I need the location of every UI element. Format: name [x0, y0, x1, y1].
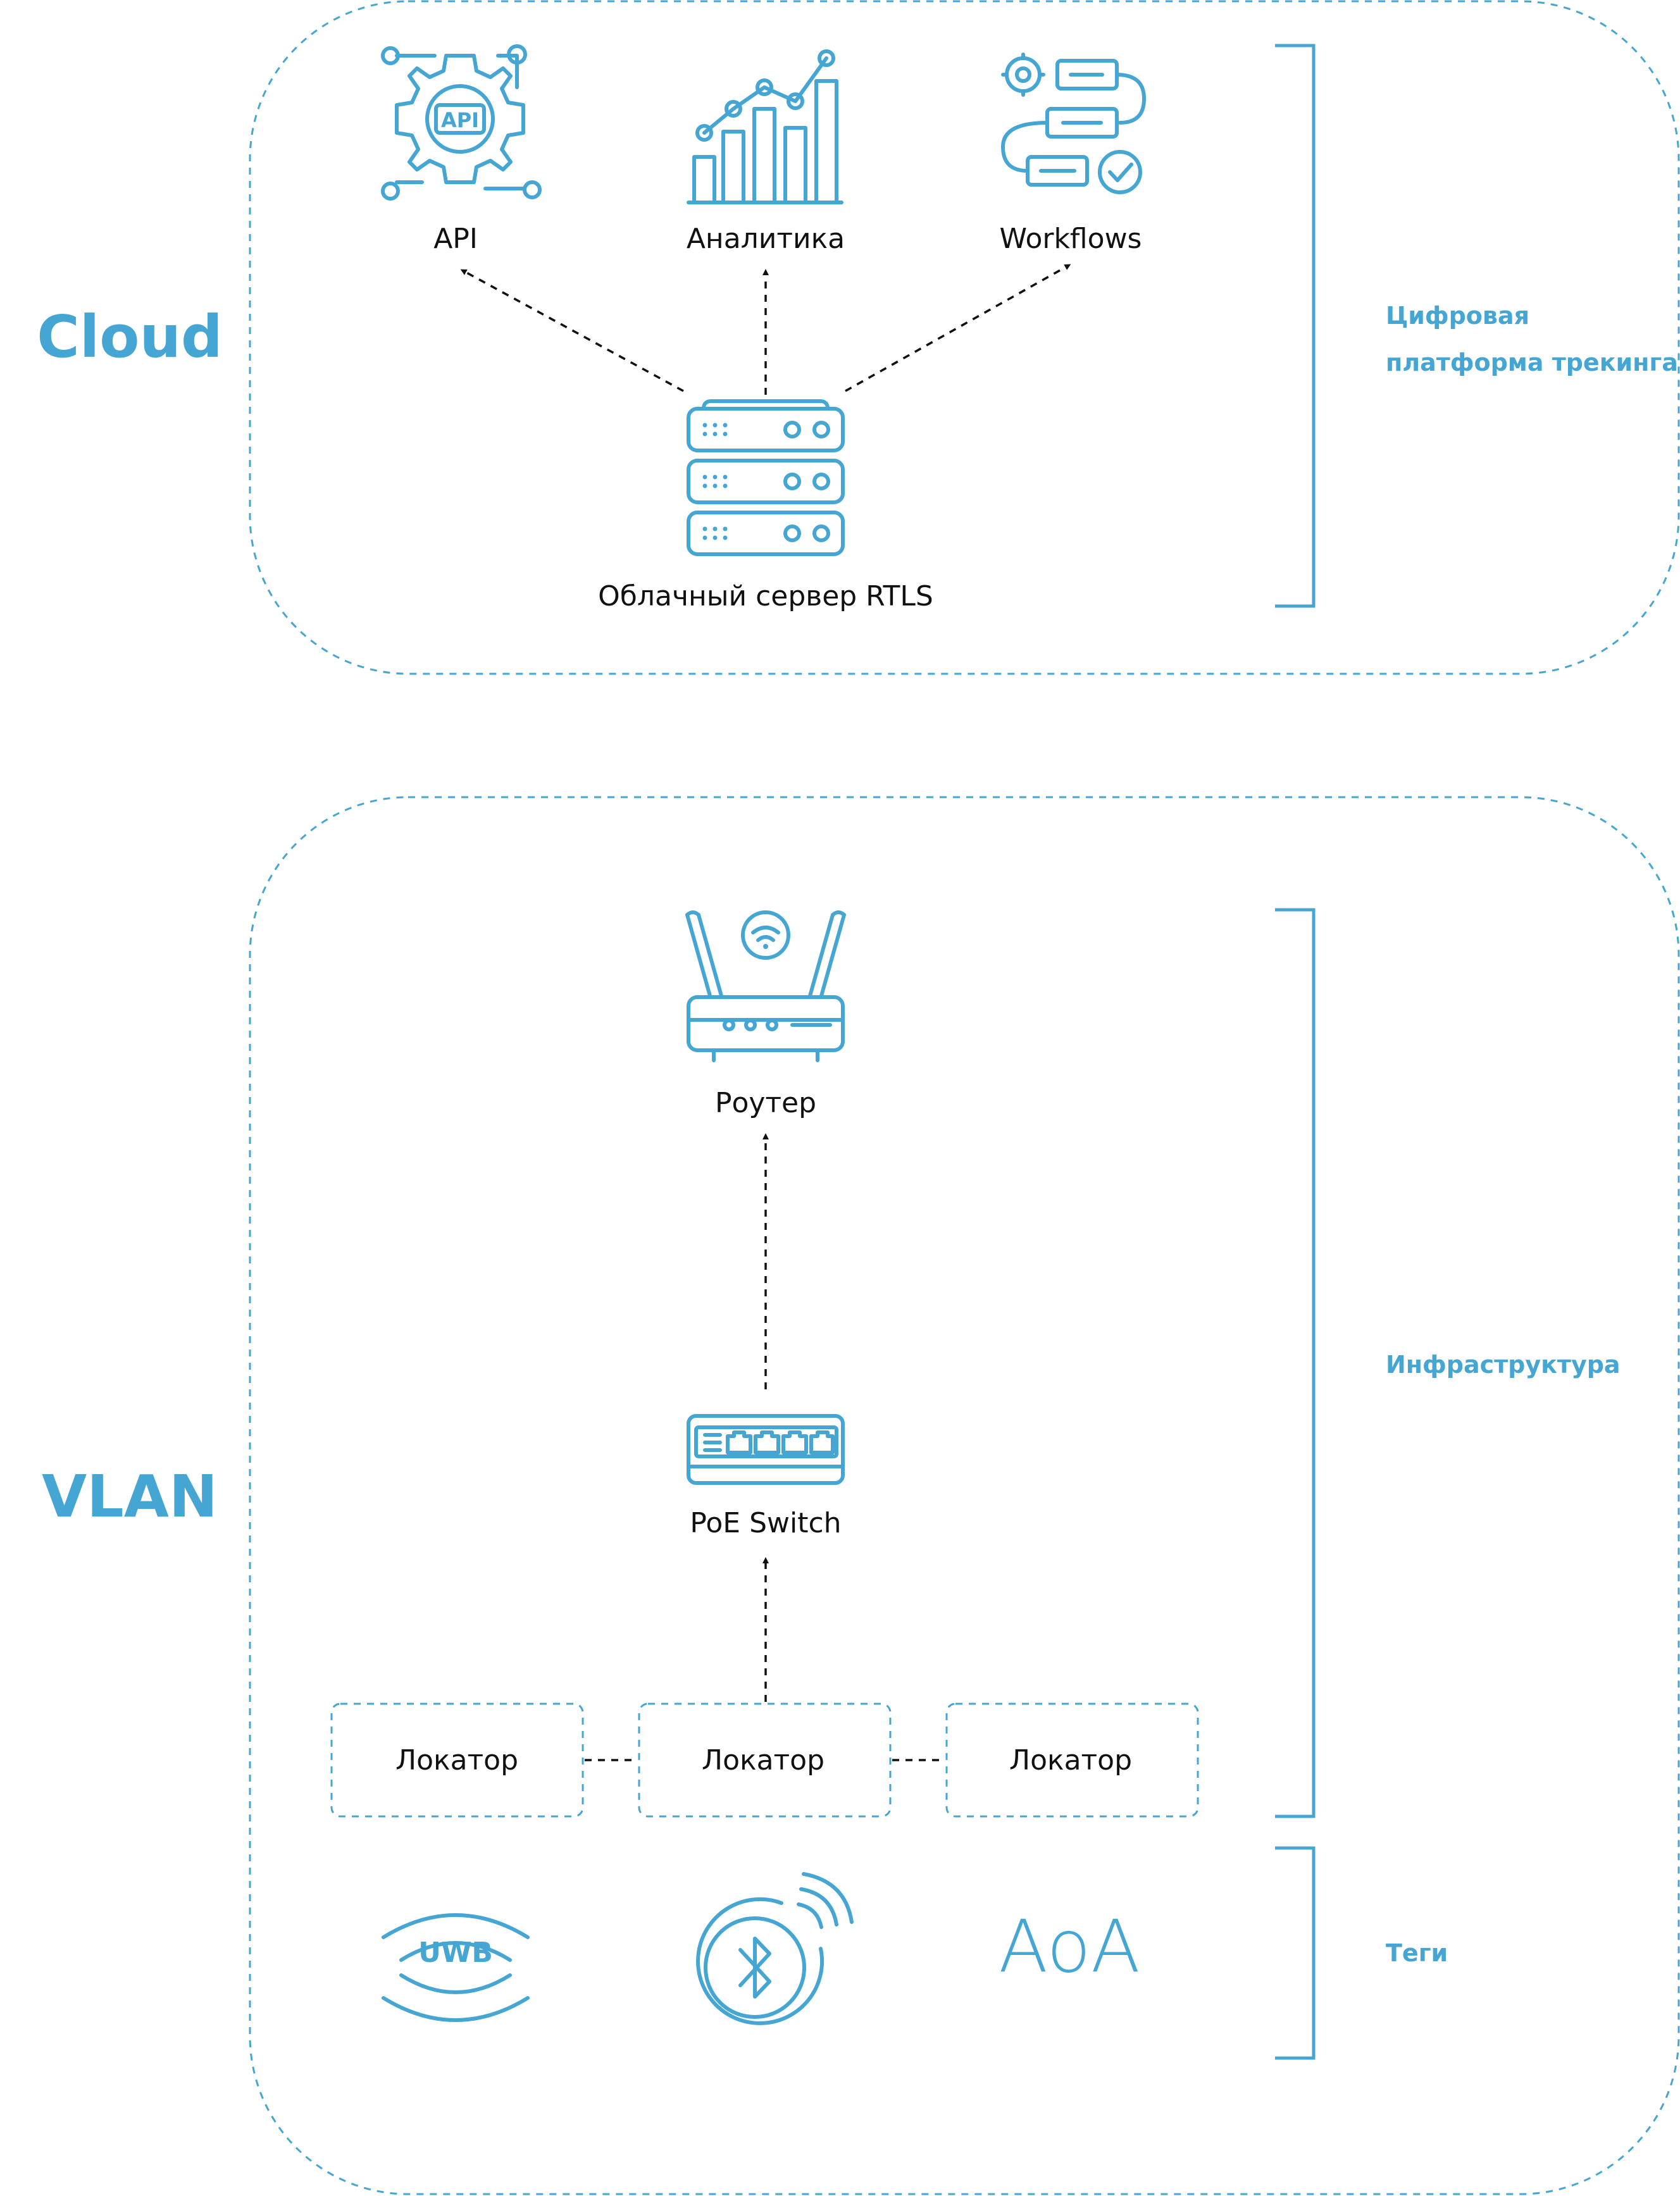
platform-label-line2: платформа трекинга — [1386, 349, 1678, 376]
api-label: API — [433, 223, 478, 255]
uwb-signal-icon: UWB — [382, 1913, 530, 2022]
locator-label-3: Локатор — [1009, 1744, 1132, 1777]
arrow-server-to-workflows — [845, 264, 1071, 392]
locator-label-2: Локатор — [702, 1744, 824, 1777]
router-label: Роутер — [715, 1087, 816, 1119]
uwb-text: UWB — [418, 1937, 493, 1969]
workflows-label: Workflows — [1000, 223, 1142, 255]
workflow-icon — [1001, 53, 1146, 194]
locator-box-3 — [945, 1703, 1199, 1818]
analytics-chart-icon — [687, 49, 843, 204]
server-rack-icon — [687, 399, 845, 556]
server-label: Облачный сервер RTLS — [598, 580, 933, 612]
infrastructure-label: Инфраструктура — [1386, 1351, 1621, 1379]
tags-bracket — [1275, 1846, 1316, 2060]
wifi-router-icon — [685, 910, 846, 1062]
api-badge-text: API — [441, 108, 479, 132]
cloud-zone — [249, 0, 1680, 675]
tags-label: Теги — [1386, 1939, 1448, 1967]
poe-switch-icon — [687, 1414, 845, 1485]
cloud-zone-title: Cloud — [37, 303, 223, 371]
api-gear-icon: API — [381, 44, 542, 201]
aoa-label: AoA — [999, 1904, 1140, 1988]
locator-label-1: Локатор — [395, 1744, 518, 1777]
analytics-label: Аналитика — [687, 223, 845, 255]
locator-box-1 — [330, 1703, 584, 1818]
platform-label-line1: Цифровая — [1386, 302, 1529, 330]
bluetooth-icon — [696, 1872, 854, 2025]
platform-bracket — [1275, 44, 1316, 608]
vlan-zone-title: VLAN — [42, 1463, 218, 1530]
switch-label: PoE Switch — [690, 1507, 841, 1539]
locator-box-2 — [638, 1703, 892, 1818]
vlan-zone — [249, 796, 1680, 2195]
arrow-server-to-api — [460, 269, 684, 392]
infrastructure-bracket — [1275, 908, 1316, 1818]
